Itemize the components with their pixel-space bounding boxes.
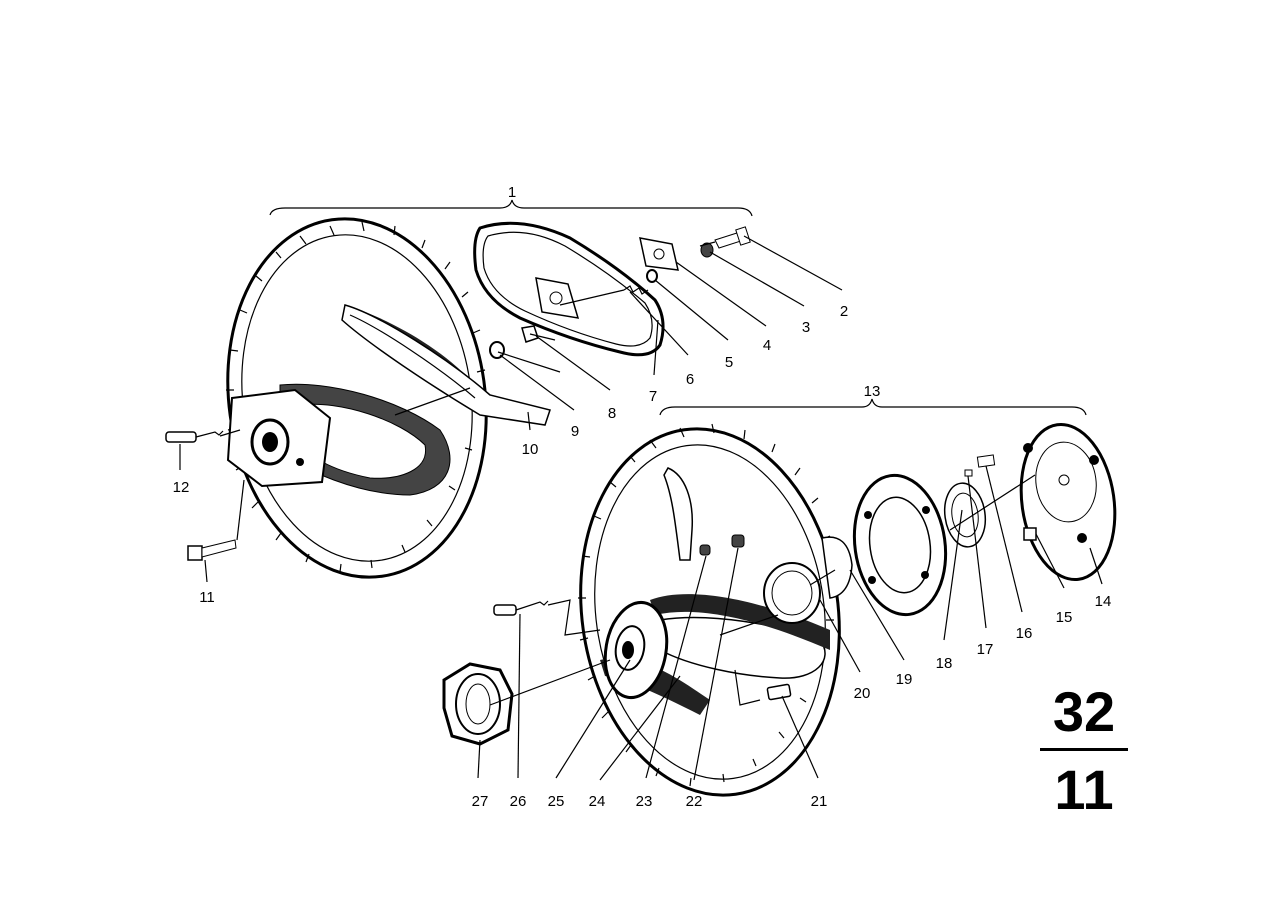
callout-11: 11 xyxy=(199,589,215,606)
callout-20: 20 xyxy=(854,685,871,702)
bracket-assembly-13 xyxy=(659,398,1087,416)
cover-ring-18 xyxy=(852,473,948,617)
callout-4: 4 xyxy=(763,337,771,354)
callout-13: 13 xyxy=(864,383,881,400)
callout-17: 17 xyxy=(977,641,994,658)
screw-15 xyxy=(1023,527,1037,541)
callout-7: 7 xyxy=(649,388,657,405)
screw-26 xyxy=(493,600,549,616)
screw-12 xyxy=(165,430,224,443)
screw-21 xyxy=(766,683,792,701)
callout-26: 26 xyxy=(510,793,527,810)
callout-9: 9 xyxy=(571,423,579,440)
callout-10: 10 xyxy=(522,441,539,458)
cap-19 xyxy=(821,536,853,599)
callout-27: 27 xyxy=(472,793,489,810)
spring-6 xyxy=(623,285,649,295)
callout-1: 1 xyxy=(508,184,516,201)
washer-5 xyxy=(646,269,658,283)
steering-wheel-right xyxy=(578,423,841,797)
contact-plate xyxy=(639,237,679,271)
spring-contact-16 xyxy=(964,454,996,477)
bolt-11 xyxy=(187,539,237,561)
bushing-27 xyxy=(442,662,514,746)
callout-2: 2 xyxy=(840,303,848,320)
horn-bar xyxy=(341,304,551,426)
callout-25: 25 xyxy=(548,793,565,810)
subgroup-number: 11 xyxy=(1054,758,1114,821)
callout-6: 6 xyxy=(686,371,694,388)
callout-3: 3 xyxy=(802,319,810,336)
leader-lines xyxy=(179,235,1103,781)
group-number: 32 xyxy=(1052,680,1116,743)
callout-14: 14 xyxy=(1095,593,1112,610)
callout-15: 15 xyxy=(1056,609,1073,626)
callout-labels: 1 2 3 4 5 6 7 8 9 10 11 12 13 14 15 16 1… xyxy=(173,184,1112,810)
callout-18: 18 xyxy=(936,655,953,672)
callout-19: 19 xyxy=(896,671,913,688)
group-divider xyxy=(1040,748,1128,751)
bracket-assembly-1 xyxy=(269,199,753,217)
callout-12: 12 xyxy=(173,479,190,496)
callout-8: 8 xyxy=(608,405,616,422)
callout-21: 21 xyxy=(811,793,828,810)
callout-23: 23 xyxy=(636,793,653,810)
washer-3 xyxy=(700,242,714,258)
bolt-2 xyxy=(714,226,751,249)
callout-5: 5 xyxy=(725,354,733,371)
horn-button-14 xyxy=(1019,422,1117,582)
callout-24: 24 xyxy=(589,793,606,810)
callout-22: 22 xyxy=(686,793,703,810)
horn-ring xyxy=(473,221,665,357)
callout-16: 16 xyxy=(1016,625,1033,642)
nut-9 xyxy=(489,341,505,359)
plate-17 xyxy=(943,482,987,548)
screw-22 xyxy=(699,534,745,556)
